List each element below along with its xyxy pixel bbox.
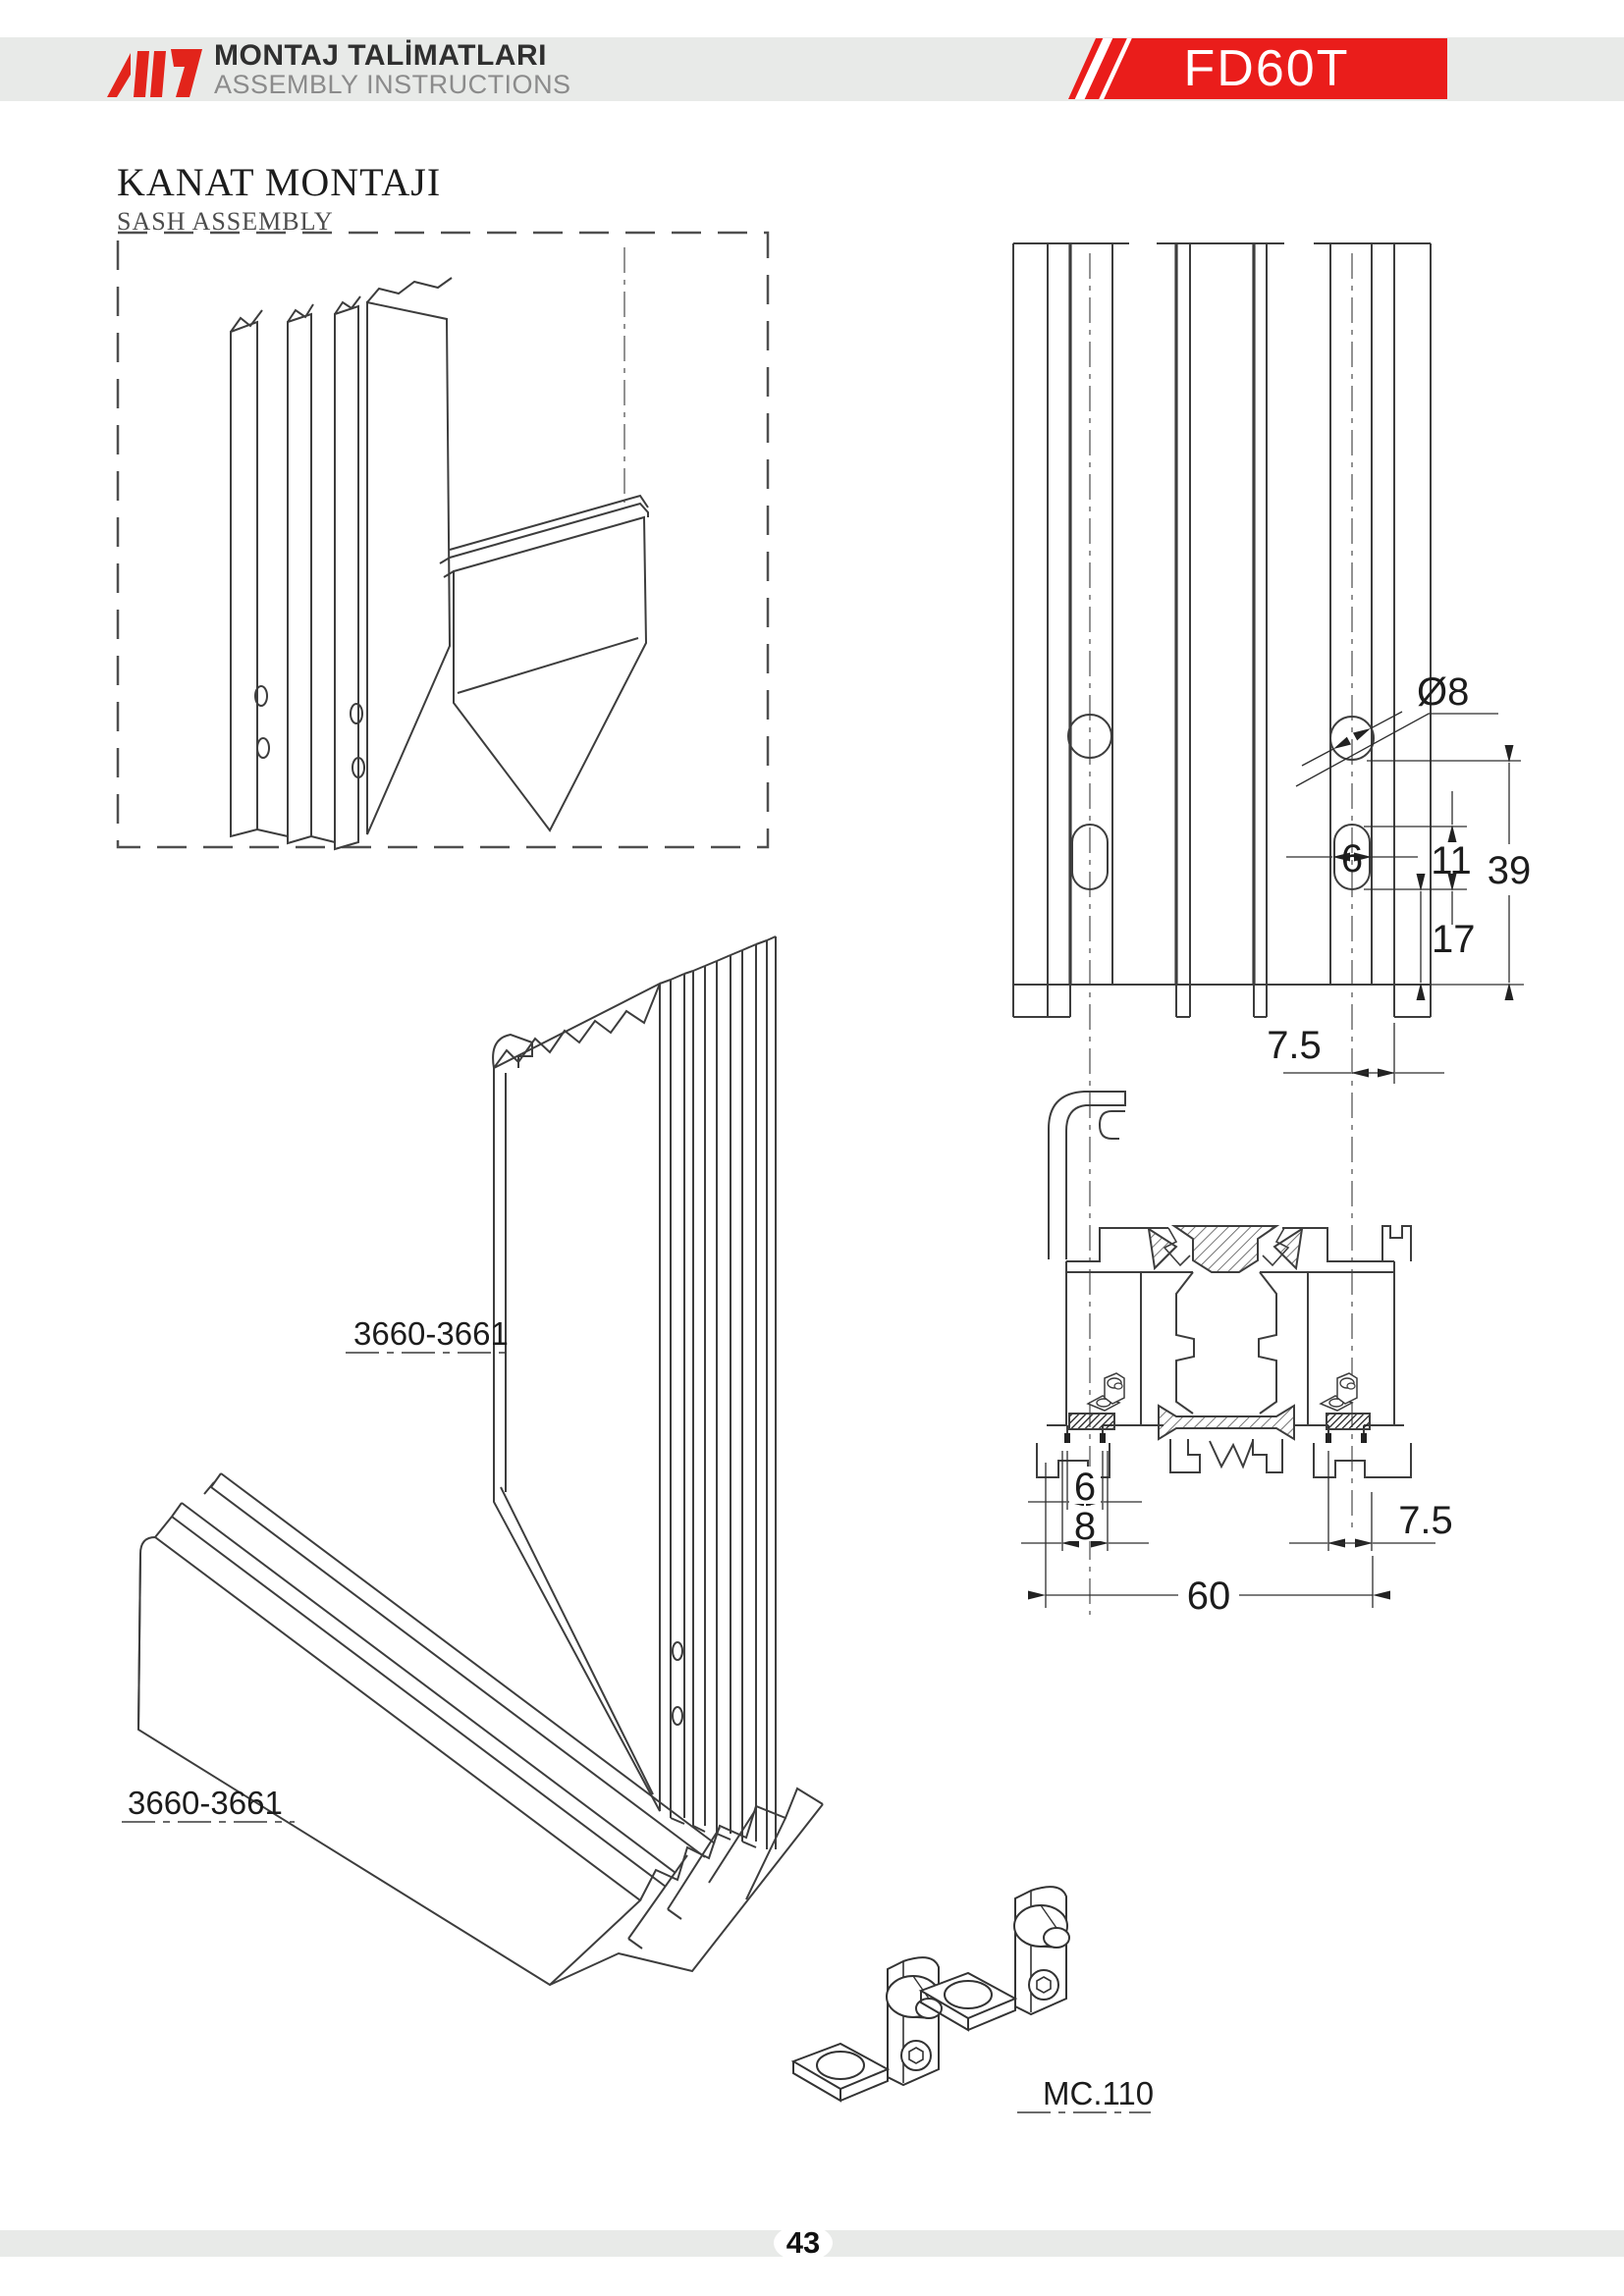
profile-cross-section-figure — [1036, 1091, 1412, 1478]
system-code-badge: FD60T — [1060, 38, 1453, 99]
system-code: FD60T — [1183, 40, 1350, 97]
part-label-leaders — [122, 1352, 1151, 2113]
sash-corner-detail-figure — [230, 277, 649, 851]
dim-section-groove: 8 — [1074, 1505, 1096, 1548]
profile-elevation-figure — [1012, 242, 1432, 1018]
label-corner-connector: MC.110 — [1043, 2075, 1154, 2111]
dim-section-width: 60 — [1187, 1575, 1231, 1618]
header-subtitle: ASSEMBLY INSTRUCTIONS — [214, 69, 571, 99]
dim-section-slot: 6 — [1074, 1466, 1096, 1509]
corner-connector-left — [792, 1956, 943, 2102]
elevation-dimensions — [1283, 711, 1524, 1084]
section-title-block: KANAT MONTAJI SASH ASSEMBLY — [117, 159, 441, 237]
dim-hole-diameter: Ø8 — [1417, 670, 1469, 714]
brand-mark-icon — [105, 45, 205, 98]
label-horizontal-profile: 3660-3661 — [128, 1785, 283, 1821]
label-vertical-profile: 3660-3661 — [353, 1315, 509, 1352]
section-title: KANAT MONTAJI — [117, 160, 442, 204]
page-number: 43 — [774, 2224, 833, 2262]
dim-section-edge: 7.5 — [1398, 1499, 1453, 1542]
section-subtitle: SASH ASSEMBLY — [117, 207, 334, 236]
corner-connector-right — [920, 1886, 1070, 2031]
header-title: MONTAJ TALİMATLARI — [214, 39, 547, 72]
dim-slot-length: 11 — [1431, 839, 1472, 882]
dim-slot-width: 6 — [1341, 837, 1363, 881]
dim-overall-height: 39 — [1488, 849, 1532, 892]
sash-exploded-assembly-figure — [136, 935, 1070, 2102]
dim-track-offset: 7.5 — [1267, 1024, 1322, 1067]
sash-corner-detail-frame — [116, 231, 770, 849]
dim-bottom-offset: 17 — [1432, 918, 1476, 961]
centerlines — [623, 247, 1353, 1615]
